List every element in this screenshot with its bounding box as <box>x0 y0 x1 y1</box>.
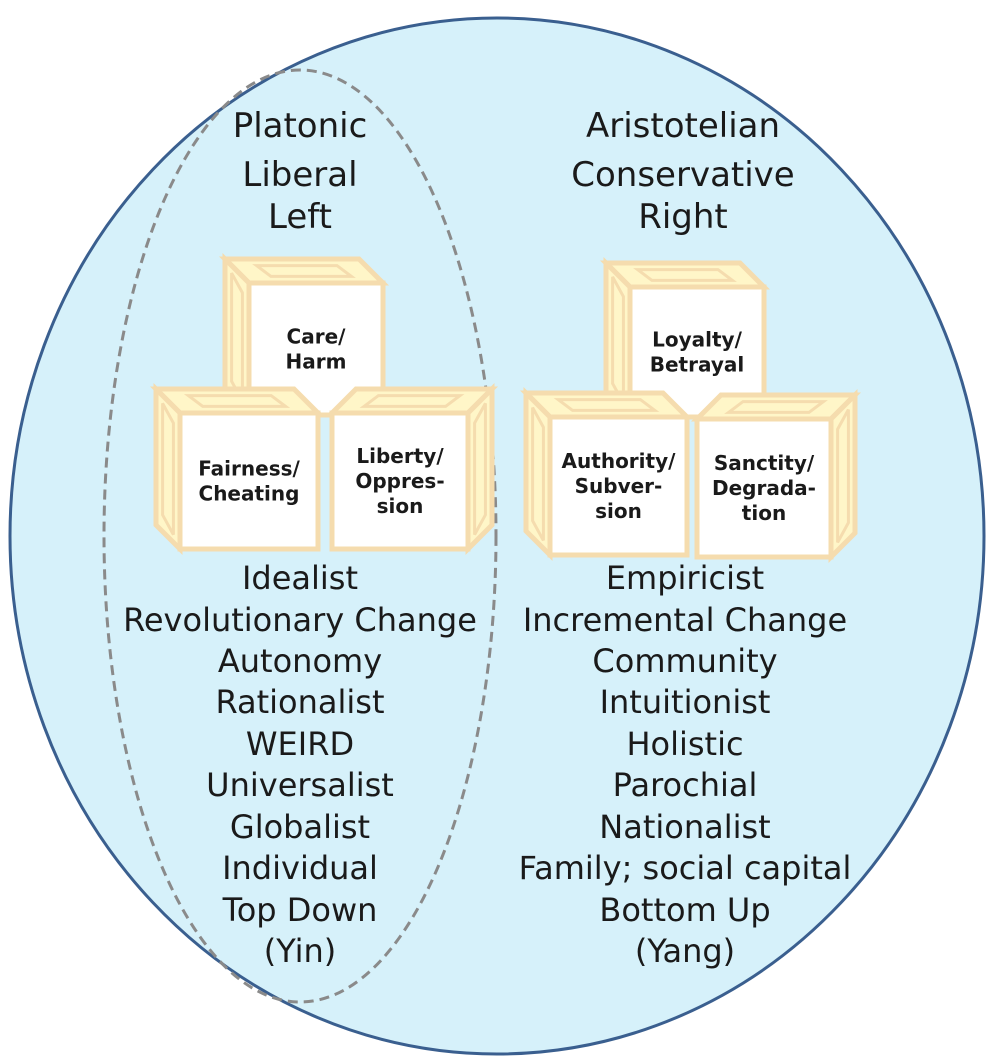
left-trait: WEIRD <box>246 725 354 763</box>
block-side-inset <box>161 402 175 536</box>
right-heading-right: Right <box>638 197 728 237</box>
block-top-face <box>519 390 694 420</box>
left-heading-platonic: Platonic <box>233 106 368 146</box>
left-trait: Idealist <box>242 559 358 597</box>
right-heading-aristotelian: Aristotelian <box>586 106 780 146</box>
block-label-line: Degrada- <box>712 476 816 500</box>
block-front-face <box>177 410 321 552</box>
left-trait: Globalist <box>230 808 370 846</box>
right-trait: Nationalist <box>599 808 770 846</box>
block-label-line: Fairness/ <box>198 457 300 481</box>
left-heading-left: Left <box>268 197 332 237</box>
block-label-line: Authority/ <box>562 449 677 473</box>
block-front-face <box>329 410 471 552</box>
block-label-line: Harm <box>286 350 347 374</box>
block-top-inset <box>359 394 465 408</box>
block-top-face <box>149 386 325 416</box>
left-heading-liberal: Liberal <box>242 155 357 195</box>
right-trait: Holistic <box>626 725 743 763</box>
block-care-harm: Care/Harm <box>218 252 390 422</box>
block-top-inset <box>252 264 356 278</box>
left-trait: (Yin) <box>264 932 337 970</box>
right-trait: Incremental Change <box>523 601 847 639</box>
block-label-line: sion <box>377 494 424 518</box>
right-trait: Parochial <box>613 766 758 804</box>
right-trait: Family; social capital <box>519 849 852 887</box>
block-label-line: Liberty/ <box>356 444 444 468</box>
block-top-face <box>325 386 499 416</box>
left-trait: Autonomy <box>218 642 382 680</box>
block-side-inset <box>531 406 545 542</box>
block-side-inset <box>230 272 244 402</box>
block-authority-subversion: Authority/Subver-sion <box>519 386 694 562</box>
block-liberty-oppression: Liberty/Oppres-sion <box>325 382 499 556</box>
block-label-line: Loyalty/ <box>652 328 742 352</box>
block-label-line: Sanctity/ <box>714 451 815 475</box>
liberal-dashed-ellipse <box>102 68 498 1004</box>
right-heading-conservative: Conservative <box>571 155 794 195</box>
right-trait: (Yang) <box>635 932 735 970</box>
block-label-line: sion <box>595 499 642 523</box>
block-label-line: Oppres- <box>355 469 444 493</box>
block-label-line: Subver- <box>575 474 663 498</box>
block-label-line: tion <box>742 501 786 525</box>
block-sanctity-degradation: Sanctity/Degrada-tion <box>690 388 862 564</box>
right-traits: Empiricist Incremental Change Community … <box>519 559 852 970</box>
block-side-inset <box>473 402 487 536</box>
left-trait: Individual <box>222 849 378 887</box>
left-trait: Rationalist <box>215 683 384 721</box>
block-top-inset <box>183 394 291 408</box>
block-top-inset <box>553 398 660 412</box>
left-headings: Platonic Liberal Left <box>233 106 368 237</box>
right-trait: Community <box>592 642 777 680</box>
right-trait: Empiricist <box>606 559 764 597</box>
block-fairness-cheating: Fairness/Cheating <box>149 382 325 556</box>
left-trait: Revolutionary Change <box>123 601 477 639</box>
block-label-line: Betrayal <box>650 353 745 377</box>
block-front-face <box>547 414 690 558</box>
right-trait: Intuitionist <box>600 683 771 721</box>
right-headings: Aristotelian Conservative Right <box>571 106 794 237</box>
block-front-face <box>694 416 834 560</box>
block-side-inset <box>611 276 625 404</box>
block-label-line: Care/ <box>287 325 347 349</box>
block-side-inset <box>836 408 850 544</box>
left-trait: Top Down <box>222 891 378 929</box>
left-traits: Idealist Revolutionary Change Autonomy R… <box>123 559 477 970</box>
block-top-inset <box>633 268 737 282</box>
block-label-line: Cheating <box>199 482 300 506</box>
block-top-inset <box>724 400 828 414</box>
left-trait: Universalist <box>206 766 394 804</box>
right-trait: Bottom Up <box>599 891 770 929</box>
